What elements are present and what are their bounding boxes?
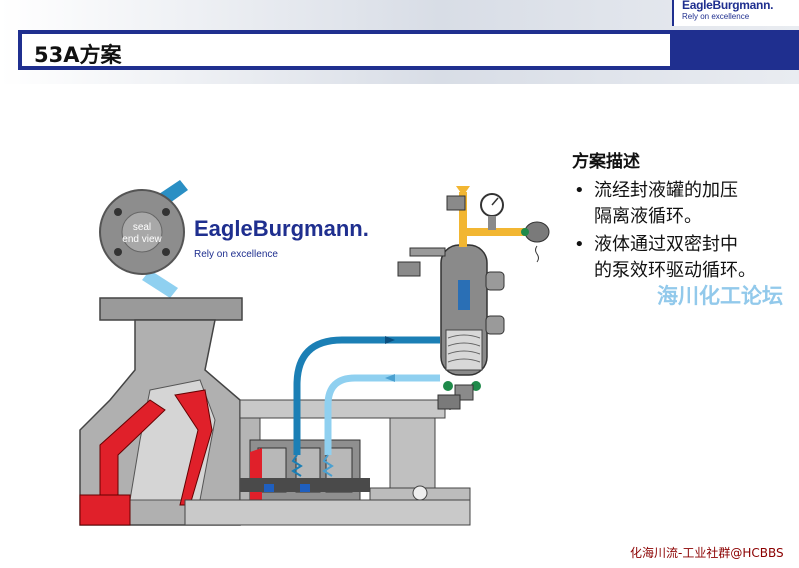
plan-description: 方案描述 • 流经封液罐的加压 隔离液循环。 • 液体通过双密封中 的泵效环驱动… <box>572 150 797 286</box>
list-item: • 液体通过双密封中 的泵效环驱动循环。 <box>574 234 756 281</box>
list-item: • 流经封液罐的加压 隔离液循环。 <box>574 180 738 227</box>
diagram-brand-tagline: Rely on excellence <box>194 249 278 260</box>
corner-logo: EagleBurgmann. Rely on excellence <box>672 0 799 26</box>
corner-logo-tagline: Rely on excellence <box>682 12 750 21</box>
pump-shaft <box>184 485 471 526</box>
page-title: 53A方案 <box>34 43 122 67</box>
forum-watermark: 海川化工论坛 <box>657 284 783 308</box>
seal-end-view: seal end view <box>99 180 188 298</box>
title-accent-bar <box>672 30 799 70</box>
corner-logo-name: EagleBurgmann. <box>682 0 774 12</box>
diagram-brand-name: EagleBurgmann. <box>194 216 369 241</box>
footer-credit: 化海川流-工业社群@HCBBS <box>630 546 784 560</box>
seal-cartridge <box>240 439 370 501</box>
circulation-lines <box>291 336 440 477</box>
seal-label-line2: end view <box>122 234 162 245</box>
description-list: • 流经封液罐的加压 隔离液循环。 • 液体通过双密封中 的泵效环驱动循环。 <box>572 178 797 284</box>
seal-label-line1: seal <box>133 222 151 233</box>
pressurization-piping <box>397 186 550 277</box>
seal-pot <box>437 244 505 410</box>
title-bar: 53A方案 <box>18 30 674 70</box>
description-heading: 方案描述 <box>572 152 640 172</box>
